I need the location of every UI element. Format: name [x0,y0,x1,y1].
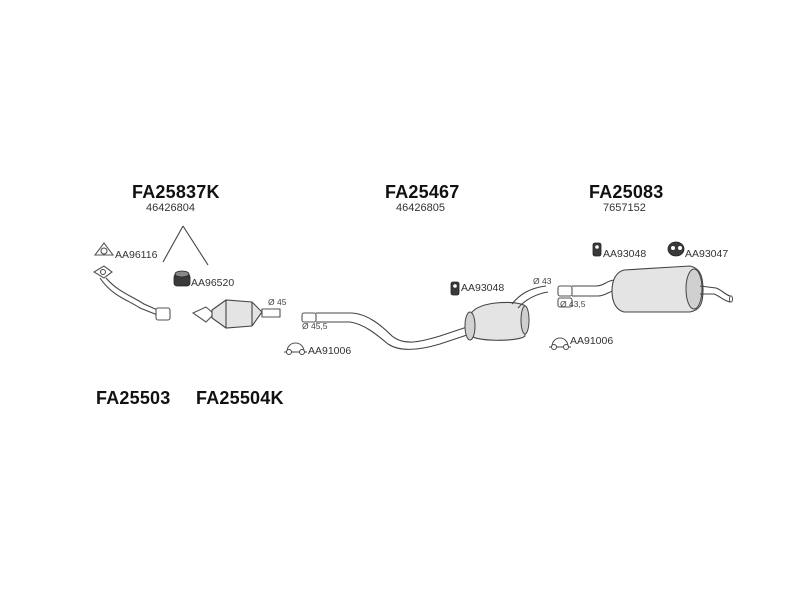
flange-gasket-icon [93,242,115,256]
part-label-hanger-rear-left: AA93048 [603,248,647,260]
catalytic-converter-icon [191,299,281,329]
middle-silencer-icon [301,285,549,350]
group-number-middle: 46426805 [396,202,445,214]
bottom-code-1: FA25503 [96,388,171,408]
part-label-hanger-rear-right: AA93047 [685,248,729,260]
leader-line [182,225,209,266]
group-code-front: FA25837K [132,182,220,202]
leader-line [162,225,184,263]
group-code-rear: FA25083 [589,182,664,202]
part-label-clamp-front: AA91006 [308,345,352,357]
diameter-label: Ø 43 [533,276,552,286]
group-code-middle: FA25467 [385,182,460,202]
diameter-label: Ø 45,5 [302,321,328,331]
diameter-label: Ø 43,5 [560,299,586,309]
diameter-label: Ø 45 [268,297,287,307]
group-number-front: 46426804 [146,202,195,214]
bottom-code-2: FA25504K [196,388,284,408]
clamp-icon [549,337,571,350]
front-pipe-icon [92,265,171,321]
group-number-rear: 7657152 [603,202,646,214]
rubber-mount-icon [173,270,191,287]
part-label-rubber-mount: AA96520 [191,277,235,289]
hanger-icon [592,242,602,257]
part-label-hanger-middle: AA93048 [461,282,505,294]
rear-silencer-icon [557,265,733,313]
part-label-clamp-rear: AA91006 [570,335,614,347]
hanger-icon [450,281,460,296]
part-label-gasket: AA96116 [115,249,158,261]
clamp-icon [284,342,307,355]
rubber-hanger-icon [667,241,685,257]
